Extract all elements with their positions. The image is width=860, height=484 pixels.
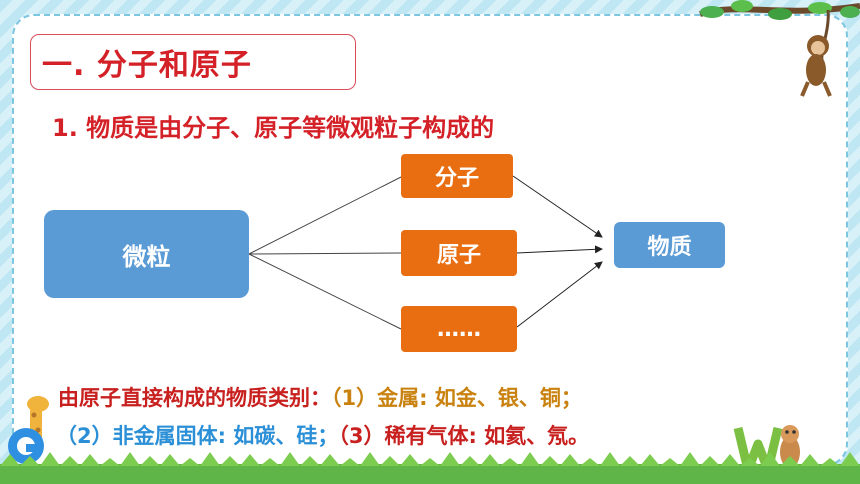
section-title: 一. 分子和原子 <box>42 48 252 83</box>
note-number-3: （3） <box>338 424 385 448</box>
arrow-yuanzi-to-target <box>516 245 603 254</box>
note-items-noble-gas: 如氦、氖。 <box>484 424 590 448</box>
title-frame <box>30 34 356 90</box>
node-ellipsis: …… <box>401 306 517 352</box>
arrow-etc-to-target <box>516 261 603 328</box>
node-matter: 物质 <box>614 222 725 268</box>
note-label-nonmetal: 非金属固体: <box>112 424 234 448</box>
note-intro: 由原子直接构成的物质类别： <box>58 386 331 410</box>
connector-source-to-yuanzi <box>248 252 402 255</box>
note-items-metal: 如金、银、铜； <box>434 386 582 410</box>
note-items-nonmetal: 如碳、硅； <box>233 424 339 448</box>
letter-g-icon <box>8 428 44 464</box>
node-atom: 原子 <box>401 230 517 276</box>
connector-source-to-etc <box>248 253 402 330</box>
node-particles: 微粒 <box>44 210 249 298</box>
note-line-1: 由原子直接构成的物质类别：（1）金属: 如金、银、铜； <box>58 382 582 412</box>
worm-icon <box>780 425 800 468</box>
note-number-2: （2） <box>56 424 113 448</box>
arrow-fenzi-to-target <box>512 175 603 238</box>
subtitle: 1. 物质是由分子、原子等微观粒子构成的 <box>52 114 495 142</box>
connector-source-to-fenzi <box>248 176 402 255</box>
grass-decoration <box>0 452 860 484</box>
note-label-noble-gas: 稀有气体: <box>384 424 485 448</box>
monkey-icon <box>800 35 832 97</box>
note-label-metal: 金属: <box>377 386 435 410</box>
node-molecule: 分子 <box>401 154 513 198</box>
note-line-2: （2）非金属固体: 如碳、硅；（3）稀有气体: 如氦、氖。 <box>56 420 589 450</box>
note-number-1: （1） <box>331 386 378 410</box>
